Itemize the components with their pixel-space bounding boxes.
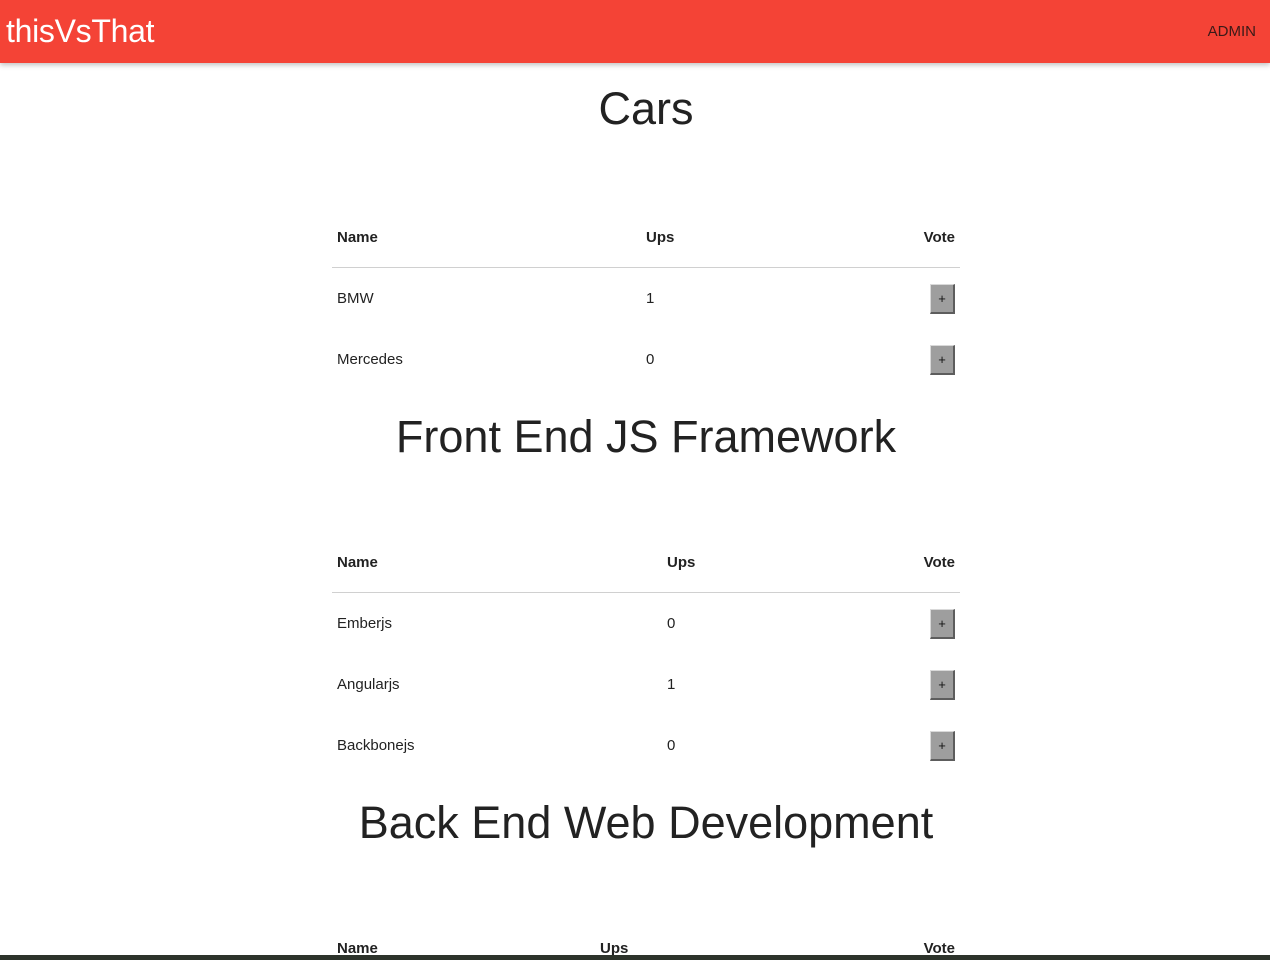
item-name: Mercedes (337, 351, 403, 368)
column-header-ups: Ups (595, 918, 850, 960)
category-section-cars: Cars Name Ups Vote BMW 1 + Mercedes 0 (0, 63, 1270, 390)
table-header-row: Name Ups Vote (332, 532, 960, 593)
section-title: Cars (598, 83, 694, 134)
vote-button[interactable]: + (930, 730, 955, 761)
vote-button[interactable]: + (930, 669, 955, 700)
vote-table: Name Ups Vote (332, 918, 960, 960)
page-bottom-edge (0, 955, 1270, 960)
vote-button[interactable]: + (930, 608, 955, 639)
vote-table: Name Ups Vote Emberjs 0 + Angularjs 1 + … (332, 532, 960, 776)
column-header-vote: Vote (850, 918, 960, 960)
section-title: Front End JS Framework (395, 411, 897, 462)
vote-button[interactable]: + (930, 283, 955, 314)
admin-link[interactable]: ADMIN (1207, 23, 1256, 40)
category-section-back-end-web-development: Back End Web Development Name Ups Vote (0, 776, 1270, 960)
item-name: BMW (337, 290, 374, 307)
item-name: Emberjs (337, 615, 393, 632)
item-name: Angularjs (337, 676, 400, 693)
table-row: BMW 1 + (332, 268, 960, 330)
brand-logo[interactable]: thisVsThat (6, 13, 155, 49)
main-content: Cars Name Ups Vote BMW 1 + Mercedes 0 (0, 63, 1270, 960)
item-ups: 1 (667, 676, 676, 693)
table-row: Mercedes 0 + (332, 329, 960, 390)
item-ups: 1 (646, 290, 655, 307)
table-row: Backbonejs 0 + (332, 715, 960, 776)
item-ups: 0 (667, 737, 676, 754)
column-header-vote: Vote (850, 532, 960, 593)
section-title: Back End Web Development (358, 797, 934, 848)
item-name: Backbonejs (337, 737, 415, 754)
vote-button[interactable]: + (930, 344, 955, 375)
column-header-vote: Vote (850, 207, 960, 268)
item-ups: 0 (646, 351, 655, 368)
column-header-ups: Ups (662, 532, 850, 593)
column-header-ups: Ups (641, 207, 850, 268)
table-row: Angularjs 1 + (332, 654, 960, 715)
column-header-name: Name (332, 532, 662, 593)
table-header-row: Name Ups Vote (332, 207, 960, 268)
column-header-name: Name (332, 207, 641, 268)
navbar: thisVsThat ADMIN (0, 0, 1270, 63)
category-section-front-end-js-framework: Front End JS Framework Name Ups Vote Emb… (0, 390, 1270, 776)
vote-table: Name Ups Vote BMW 1 + Mercedes 0 + (332, 207, 960, 390)
table-header-row: Name Ups Vote (332, 918, 960, 960)
column-header-name: Name (332, 918, 595, 960)
table-row: Emberjs 0 + (332, 593, 960, 655)
item-ups: 0 (667, 615, 676, 632)
